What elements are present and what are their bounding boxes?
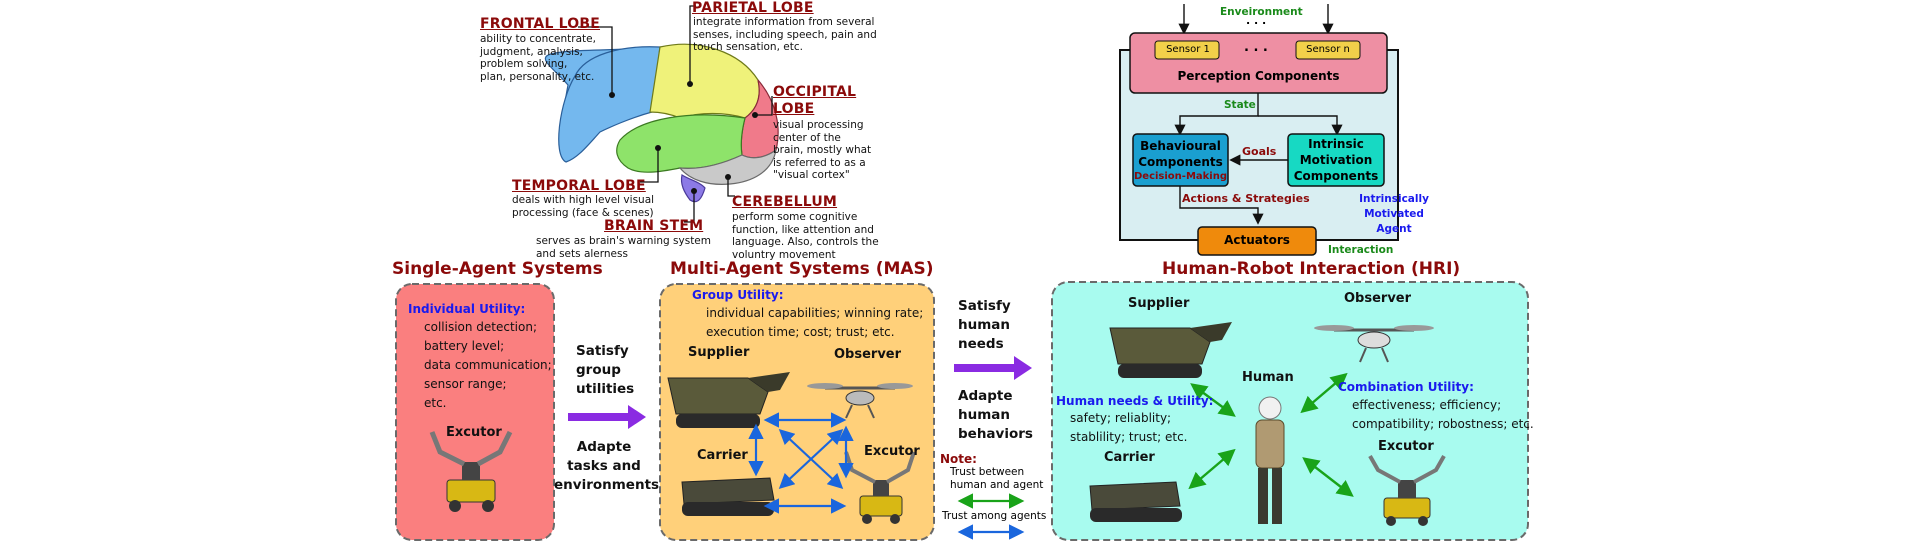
individual-utility-title: Individual Utility: [408, 302, 526, 316]
environment-dots: . . . [1246, 14, 1267, 27]
mas-carrier-icon [681, 477, 775, 516]
brain-stem-title: BRAIN STEM [604, 218, 704, 234]
mas-carrier-label: Carrier [697, 448, 748, 463]
sensor-dots: . . . [1244, 40, 1268, 55]
environment-label: Enveironment [1220, 6, 1303, 18]
sensor-1-label: Sensor 1 [1166, 44, 1210, 55]
human-needs-title: Human needs & Utility: [1056, 394, 1214, 408]
hri-observer-label: Observer [1344, 291, 1412, 306]
human-needs-list: safety; reliablity;stablility; trust; et… [1070, 411, 1188, 444]
mas-executor-label: Excutor [864, 444, 920, 459]
temporal-lobe-title: TEMPORAL LOBE [512, 178, 646, 194]
hri-observer-drone-icon [1314, 325, 1434, 363]
mas-title: Multi-Agent Systems (MAS) [670, 259, 934, 279]
human-figure-icon [1255, 396, 1285, 524]
purple-arrow-mas-to-hri [954, 356, 1032, 380]
brain-illustration [544, 5, 779, 223]
actuators-box [1197, 226, 1317, 256]
agent-architecture [1119, 4, 1399, 256]
interaction-label: Interaction [1328, 244, 1394, 256]
hri-title: Human-Robot Interaction (HRI) [1162, 259, 1461, 279]
hri-carrier-icon [1089, 481, 1182, 522]
sensor-1-box [1154, 40, 1220, 60]
cerebellum-title: CEREBELLUM [732, 194, 838, 210]
purple-arrow-single-to-mas [568, 405, 646, 429]
state-label: State [1224, 99, 1256, 111]
combination-utility-title: Combination Utility: [1338, 380, 1474, 394]
frontal-lobe-desc: ability to concentrate,judgment, analysi… [480, 33, 596, 83]
combination-utility-list: effectiveness; efficiency;compatibility;… [1352, 398, 1534, 431]
single-agent-title: Single-Agent Systems [392, 259, 603, 279]
hri-executor-robot-icon [1368, 455, 1446, 526]
hri-supplier-label: Supplier [1128, 296, 1190, 311]
hri-carrier-label: Carrier [1104, 450, 1155, 465]
actuators-label: Actuators [1224, 233, 1290, 247]
actions-strategies-label: Actions & Strategies [1182, 192, 1310, 205]
hri-supplier-icon [1109, 322, 1232, 378]
trust-among-agents-text: Trust among agents [942, 510, 1047, 522]
perception-label: Perception Components [1177, 69, 1340, 83]
single-executor-label: Excutor [446, 425, 502, 440]
human-label: Human [1242, 370, 1294, 385]
goals-label: Goals [1242, 145, 1277, 158]
mas-trust-arrows [748, 412, 854, 514]
single-agent-box [395, 283, 555, 541]
hri-executor-label: Excutor [1378, 439, 1434, 454]
parietal-lobe-title: PARIETAL LOBE [692, 0, 814, 16]
group-utility-list: individual capabilities; winning rate;ex… [706, 306, 924, 339]
frontal-lobe-body [558, 46, 661, 163]
note-title: Note: [940, 452, 977, 466]
individual-utility-list: collision detection;battery level;data c… [424, 320, 552, 410]
frontal-lobe-title: FRONTAL LOBE [480, 16, 601, 32]
mas-observer-label: Observer [834, 347, 902, 362]
mas-supplier-icon [667, 372, 790, 428]
hri-trust-arrows [1188, 372, 1354, 497]
parietal-lobe [649, 43, 760, 119]
group-utility-title: Group Utility: [692, 288, 784, 302]
cerebellum [678, 148, 777, 185]
decision-making-label: Decision-Making [1133, 171, 1227, 182]
mas-supplier-label: Supplier [688, 345, 750, 360]
executor-robot-icon [429, 430, 513, 512]
sensor-n-box [1295, 40, 1361, 60]
sensor-n-label: Sensor n [1306, 44, 1350, 55]
mas-observer-drone-icon [807, 383, 913, 419]
